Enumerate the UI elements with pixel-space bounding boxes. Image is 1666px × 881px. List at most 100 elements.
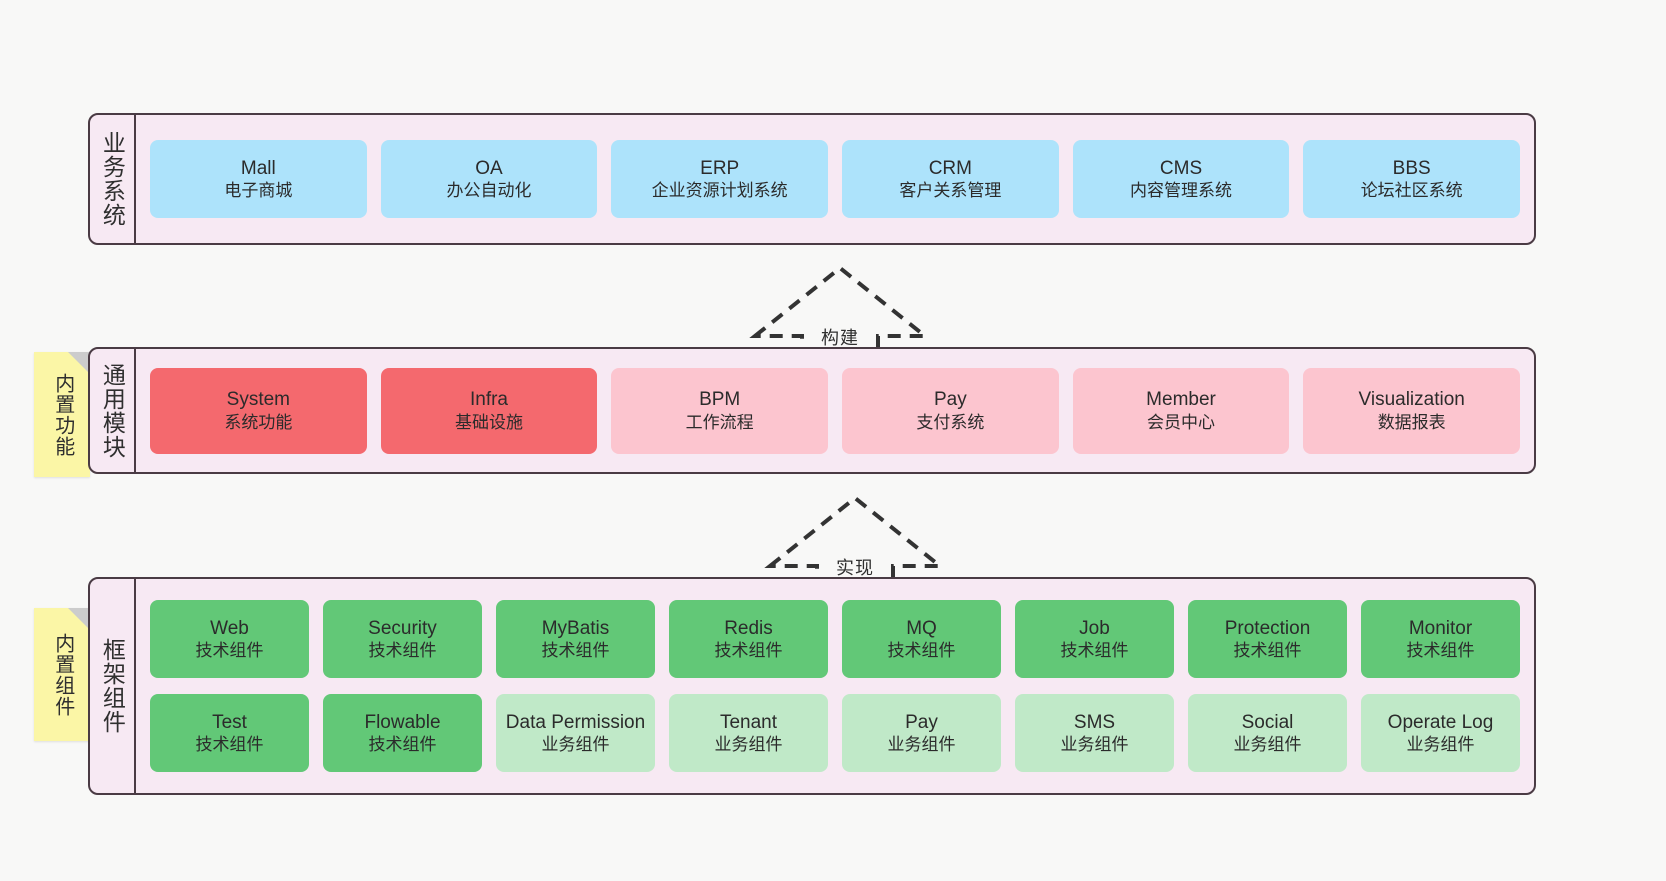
- card-title-cn: 客户关系管理: [899, 181, 1002, 201]
- card-title-en: Operate Log: [1387, 711, 1494, 733]
- layer-body-framework-component: Web 技术组件 Security 技术组件 MyBatis 技术组件 Redi…: [136, 579, 1534, 793]
- card-title-en: CMS: [1159, 157, 1203, 179]
- sticky-note-built-in-components: 内置组件: [34, 608, 90, 741]
- card-monitor[interactable]: Monitor 技术组件: [1361, 600, 1520, 678]
- card-title-en: BPM: [699, 389, 741, 410]
- card-title-en: SMS: [1073, 711, 1116, 733]
- card-title-cn: 技术组件: [368, 735, 437, 755]
- dashed-up-arrow-icon: [764, 495, 946, 586]
- framework-row-business: Test 技术组件 Flowable 技术组件 Data Permission …: [150, 694, 1520, 772]
- card-title-en: Pay: [933, 389, 967, 410]
- sticky-fold-corner-icon: [68, 352, 90, 374]
- card-system[interactable]: System 系统功能: [150, 367, 367, 454]
- card-title-cn: 业务组件: [1233, 735, 1302, 755]
- card-title-en: Monitor: [1408, 617, 1473, 639]
- card-title-cn: 技术组件: [887, 641, 956, 661]
- card-title-en: OA: [475, 157, 503, 179]
- card-redis[interactable]: Redis 技术组件: [669, 600, 828, 678]
- card-title-cn: 技术组件: [1060, 641, 1129, 661]
- card-title-cn: 电子商城: [224, 181, 293, 201]
- card-title-en: Tenant: [719, 711, 778, 733]
- card-web[interactable]: Web 技术组件: [150, 600, 309, 678]
- card-title-cn: 内容管理系统: [1130, 181, 1233, 201]
- card-title-cn: 技术组件: [195, 735, 264, 755]
- card-title-cn: 系统功能: [224, 412, 293, 432]
- card-title-cn: 论坛社区系统: [1360, 181, 1463, 201]
- layer-body-common-module: System 系统功能 Infra 基础设施 BPM 工作流程 Pay 支付系统…: [136, 349, 1534, 472]
- card-cms[interactable]: CMS 内容管理系统: [1072, 140, 1290, 218]
- card-title-en: Visualization: [1358, 389, 1465, 410]
- sticky-fold-corner-icon: [68, 608, 90, 630]
- card-oa[interactable]: OA 办公自动化: [380, 140, 598, 218]
- sticky-label: 内置组件: [51, 632, 74, 717]
- card-title-cn: 办公自动化: [446, 181, 532, 201]
- layer-body-business-system: Mall 电子商城 OA 办公自动化 ERP 企业资源计划系统 CRM 客户关系…: [136, 115, 1534, 243]
- card-title-en: Flowable: [364, 711, 441, 733]
- card-title-en: Member: [1146, 389, 1216, 410]
- card-tenant[interactable]: Tenant 业务组件: [669, 694, 828, 772]
- card-security[interactable]: Security 技术组件: [323, 600, 482, 678]
- card-job[interactable]: Job 技术组件: [1015, 600, 1174, 678]
- card-pay-component[interactable]: Pay 业务组件: [842, 694, 1001, 772]
- card-protection[interactable]: Protection 技术组件: [1188, 600, 1347, 678]
- card-bpm[interactable]: BPM 工作流程: [611, 367, 829, 454]
- card-mybatis[interactable]: MyBatis 技术组件: [496, 600, 655, 678]
- card-title-cn: 企业资源计划系统: [651, 181, 788, 201]
- card-title-en: Web: [210, 617, 249, 639]
- card-infra[interactable]: Infra 基础设施: [380, 367, 598, 454]
- card-visualization[interactable]: Visualization 数据报表: [1303, 367, 1521, 454]
- card-erp[interactable]: ERP 企业资源计划系统: [611, 140, 829, 218]
- layer-title-business-system: 业务系统: [90, 115, 136, 243]
- card-title-en: MQ: [906, 617, 937, 639]
- framework-row-technical: Web 技术组件 Security 技术组件 MyBatis 技术组件 Redi…: [150, 600, 1520, 678]
- card-sms[interactable]: SMS 业务组件: [1015, 694, 1174, 772]
- sticky-label: 内置功能: [51, 372, 74, 457]
- layer-business-system: 业务系统 Mall 电子商城 OA 办公自动化 ERP 企业资源计划系统 CRM…: [88, 113, 1536, 245]
- card-title-en: Data Permission: [505, 711, 646, 733]
- card-test[interactable]: Test 技术组件: [150, 694, 309, 772]
- card-title-cn: 业务组件: [541, 735, 610, 755]
- card-title-en: ERP: [700, 157, 740, 179]
- card-title-cn: 技术组件: [541, 641, 610, 661]
- card-bbs[interactable]: BBS 论坛社区系统: [1303, 140, 1521, 218]
- card-member[interactable]: Member 会员中心: [1072, 367, 1290, 454]
- dashed-up-arrow-icon: [749, 265, 931, 356]
- card-title-en: Social: [1241, 711, 1294, 733]
- card-mall[interactable]: Mall 电子商城: [150, 140, 367, 218]
- card-title-en: Test: [212, 711, 247, 733]
- card-pay-module[interactable]: Pay 支付系统: [842, 367, 1059, 454]
- card-title-en: Infra: [469, 389, 509, 410]
- card-title-cn: 业务组件: [1406, 735, 1475, 755]
- card-data-permission[interactable]: Data Permission 业务组件: [496, 694, 655, 772]
- layer-framework-component: 框架组件 Web 技术组件 Security 技术组件 MyBatis 技术组件…: [88, 577, 1536, 795]
- card-mq[interactable]: MQ 技术组件: [842, 600, 1001, 678]
- card-title-cn: 业务组件: [714, 735, 783, 755]
- card-title-cn: 技术组件: [1233, 641, 1302, 661]
- card-title-cn: 技术组件: [1406, 641, 1475, 661]
- card-flowable[interactable]: Flowable 技术组件: [323, 694, 482, 772]
- card-title-cn: 支付系统: [916, 412, 985, 432]
- card-title-en: System: [226, 389, 291, 410]
- card-title-en: Job: [1079, 617, 1110, 639]
- card-crm[interactable]: CRM 客户关系管理: [842, 140, 1059, 218]
- arrow-realize: 实现: [760, 488, 950, 588]
- card-title-en: CRM: [928, 157, 972, 179]
- card-social[interactable]: Social 业务组件: [1188, 694, 1347, 772]
- card-title-cn: 数据报表: [1377, 412, 1446, 432]
- layer-title-common-module: 通用模块: [90, 349, 136, 472]
- card-title-cn: 技术组件: [195, 641, 264, 661]
- card-title-cn: 基础设施: [455, 412, 523, 432]
- card-title-en: Mall: [240, 157, 276, 179]
- card-title-en: BBS: [1392, 157, 1431, 179]
- card-operate-log[interactable]: Operate Log 业务组件: [1361, 694, 1520, 772]
- arrow-build: 构建: [745, 258, 935, 358]
- card-title-cn: 工作流程: [685, 412, 754, 432]
- card-title-en: Security: [368, 617, 437, 639]
- card-title-cn: 业务组件: [1060, 735, 1129, 755]
- card-title-cn: 技术组件: [368, 641, 437, 661]
- card-title-en: Pay: [905, 711, 938, 733]
- card-title-cn: 技术组件: [714, 641, 783, 661]
- sticky-note-built-in-features: 内置功能: [34, 352, 90, 477]
- card-title-en: MyBatis: [541, 617, 610, 639]
